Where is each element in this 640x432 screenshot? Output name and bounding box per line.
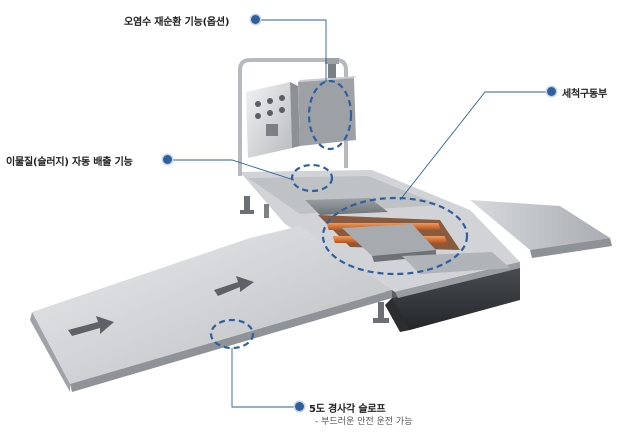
ring-sludge [290, 163, 334, 193]
callout-slope-description: - 부드러운 안전 운전 가능 [315, 417, 413, 427]
dot-icon [295, 402, 304, 411]
ring-slope [209, 318, 255, 350]
right-ramp [470, 200, 612, 258]
sliding-plates [305, 198, 510, 274]
leader-lines [172, 19, 550, 408]
callout-slope-title: 5도 경사각 슬로프 [309, 404, 386, 415]
arrow-right-icon [214, 276, 254, 296]
mast-frame [238, 58, 348, 176]
control-box [246, 82, 300, 158]
callout-sludge-discharge: 이물질(슬러지) 자동 배출 기능 [6, 157, 133, 168]
ring-recirculation [307, 79, 353, 151]
callout-drive-unit: 세척구동부 [562, 89, 607, 100]
dot-icon [251, 15, 260, 24]
left-ramp [30, 226, 392, 392]
arrow-right-icon [68, 316, 114, 336]
callout-recirculation: 오염수 재순환 기능(옵션) [124, 17, 230, 28]
support-feet [240, 196, 389, 323]
dot-icon [547, 87, 556, 96]
dot-icon [163, 155, 172, 164]
pump-tank-box [298, 58, 356, 146]
ring-drive-unit [321, 196, 469, 276]
highlight-rings [209, 79, 469, 350]
